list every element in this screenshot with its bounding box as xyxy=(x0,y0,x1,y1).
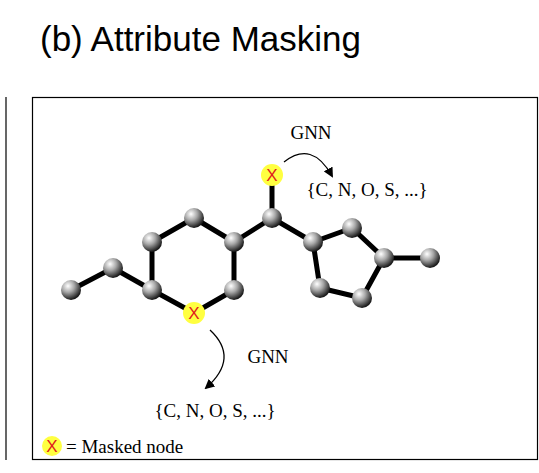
model-label: GNN xyxy=(247,347,288,366)
atom xyxy=(342,218,362,238)
atom xyxy=(142,232,162,252)
legend-text: = Masked node xyxy=(66,437,183,456)
atom xyxy=(303,232,323,252)
atom xyxy=(61,280,81,300)
atom xyxy=(310,278,330,298)
panel-title: (b) Attribute Masking xyxy=(40,21,361,56)
atom xyxy=(262,208,282,228)
atom xyxy=(142,280,162,300)
atom xyxy=(352,288,372,308)
masked-atom xyxy=(183,302,205,324)
atom xyxy=(224,280,244,300)
model-label: GNN xyxy=(290,123,331,142)
atom xyxy=(420,248,440,268)
atom xyxy=(224,232,244,252)
mask-mark: X xyxy=(188,305,199,322)
masked-atom xyxy=(261,164,283,186)
atom-type-set: {C, N, O, S, ...} xyxy=(154,401,275,420)
atom-type-set: {C, N, O, S, ...} xyxy=(306,180,427,199)
atom xyxy=(184,208,204,228)
mask-mark: X xyxy=(46,438,57,455)
atom xyxy=(374,248,394,268)
mask-mark: X xyxy=(266,167,277,184)
atom xyxy=(103,258,123,278)
